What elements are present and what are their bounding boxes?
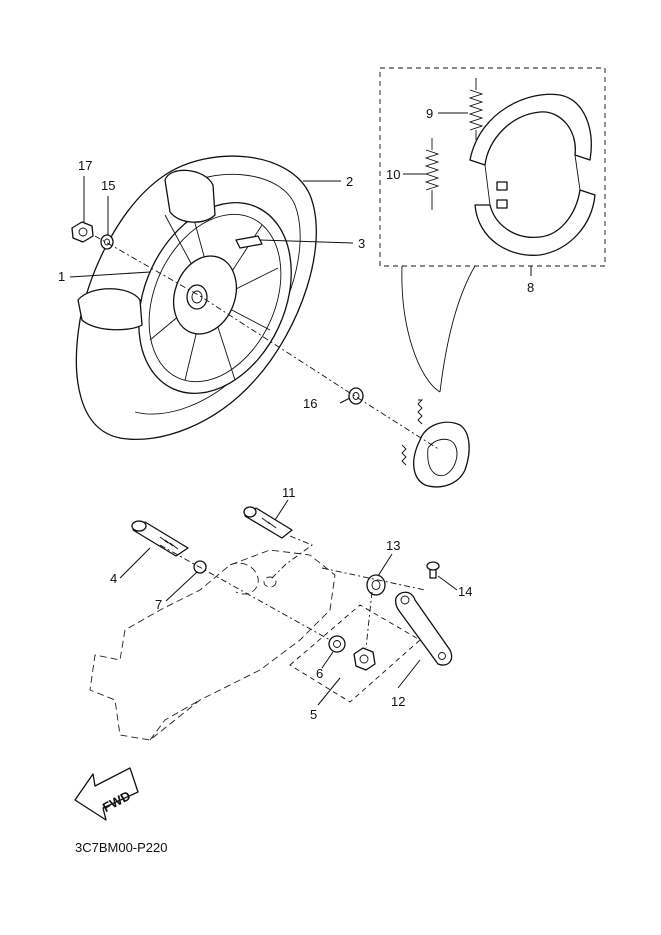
label-2: 2 [346,174,353,189]
leader-lines [69,112,532,706]
fwd-arrow: FWD [74,767,139,821]
label-11: 11 [282,485,296,500]
label-6: 6 [316,666,323,681]
washer-13 [366,574,386,596]
brake-shoe-small [401,399,470,488]
axle-nut [353,647,376,671]
label-7: 7 [155,597,162,612]
brake-shoe-inset-box [379,67,606,267]
label-14: 14 [458,584,472,599]
rear-wheel-assembly [75,155,317,440]
swing-arm-outline [89,549,336,741]
washer-16 [348,387,364,405]
brake-shoe-large [469,93,596,256]
diagram-code: 3C7BM00-P220 [75,840,168,855]
label-4: 4 [110,571,117,586]
label-8: 8 [527,280,534,295]
brake-cam-lever-12 [394,591,453,666]
spring-10 [424,138,440,210]
label-13: 13 [386,538,400,553]
label-1: 1 [58,269,65,284]
label-3: 3 [358,236,365,251]
washer-15 [100,234,114,250]
label-15: 15 [101,178,115,193]
shaft-11 [243,506,293,539]
collar-6 [328,635,346,653]
nut-17 [71,221,94,243]
label-5: 5 [310,707,317,722]
label-17: 17 [78,158,92,173]
axle-4 [131,520,189,557]
label-16: 16 [303,396,317,411]
axis-lines [94,235,441,649]
bolt-14 [426,561,440,579]
label-10: 10 [386,167,400,182]
spring-9 [468,78,484,140]
label-9: 9 [426,106,433,121]
label-12: 12 [391,694,405,709]
part-labels: 17 15 1 2 3 16 8 9 10 11 4 7 13 14 6 5 1… [58,106,534,722]
